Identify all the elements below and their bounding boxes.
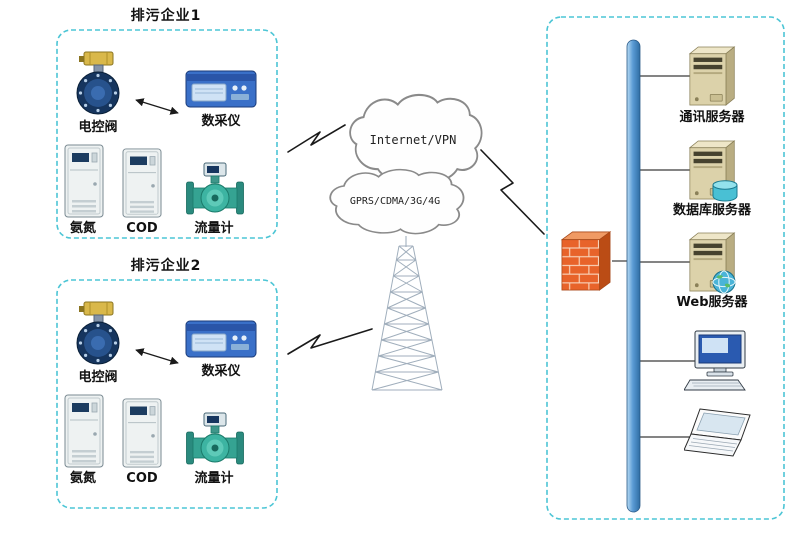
valve-daq-link-1 xyxy=(135,98,179,115)
flow-label-1: 流量计 xyxy=(194,221,234,236)
valve-label-2: 电控阀 xyxy=(78,370,118,385)
nh3-analyzer-icon-1 xyxy=(64,144,104,218)
comm-server-label: 通讯服务器 xyxy=(679,110,745,125)
enterprise1-box xyxy=(56,29,278,239)
nh3-label-1: 氨氮 xyxy=(69,221,96,236)
lightning-link-3 xyxy=(287,328,373,355)
enterprise2-group xyxy=(56,279,278,509)
cod-label-1: COD xyxy=(126,221,158,236)
laptop-icon xyxy=(684,408,751,457)
valve-icon-1 xyxy=(76,51,120,115)
enterprise1-group xyxy=(56,29,278,239)
valve-label-1: 电控阀 xyxy=(78,120,118,135)
lightning-link-2 xyxy=(480,149,545,235)
monitoring-center-box xyxy=(546,16,785,520)
firewall-icon xyxy=(561,231,611,291)
enterprise2-title: 排污企业2 xyxy=(130,258,202,274)
nh3-analyzer-icon-2 xyxy=(64,394,104,468)
comm-server-icon xyxy=(689,46,735,106)
flow-label-2: 流量计 xyxy=(194,471,234,486)
flowmeter-icon-1 xyxy=(186,162,244,215)
lightning-link-1 xyxy=(287,124,346,153)
web-globe-icon xyxy=(712,270,736,294)
web-server-label: Web服务器 xyxy=(676,295,748,310)
valve-icon-2 xyxy=(76,301,120,365)
cod-analyzer-icon-1 xyxy=(122,148,162,218)
enterprise2-box xyxy=(56,279,278,509)
daq-label-1: 数采仪 xyxy=(201,114,241,129)
cod-label-2: COD xyxy=(126,471,158,486)
nh3-label-2: 氨氮 xyxy=(69,471,96,486)
monitoring-center-group xyxy=(546,16,785,520)
enterprise1-title: 排污企业1 xyxy=(130,8,202,24)
daq-icon-2 xyxy=(185,320,257,358)
internet-cloud-label: Internet/VPN xyxy=(369,133,457,147)
daq-icon-1 xyxy=(185,70,257,108)
db-server-label: 数据库服务器 xyxy=(672,203,751,218)
db-cylinder-icon xyxy=(712,180,738,202)
cod-analyzer-icon-2 xyxy=(122,398,162,468)
daq-label-2: 数采仪 xyxy=(201,364,241,379)
wan-group xyxy=(287,93,545,391)
flowmeter-icon-2 xyxy=(186,412,244,465)
gprs-cloud-label: GPRS/CDMA/3G/4G xyxy=(349,196,441,207)
valve-daq-link-2 xyxy=(135,348,179,365)
network-bus xyxy=(626,39,641,513)
radio-tower-icon xyxy=(371,245,443,391)
